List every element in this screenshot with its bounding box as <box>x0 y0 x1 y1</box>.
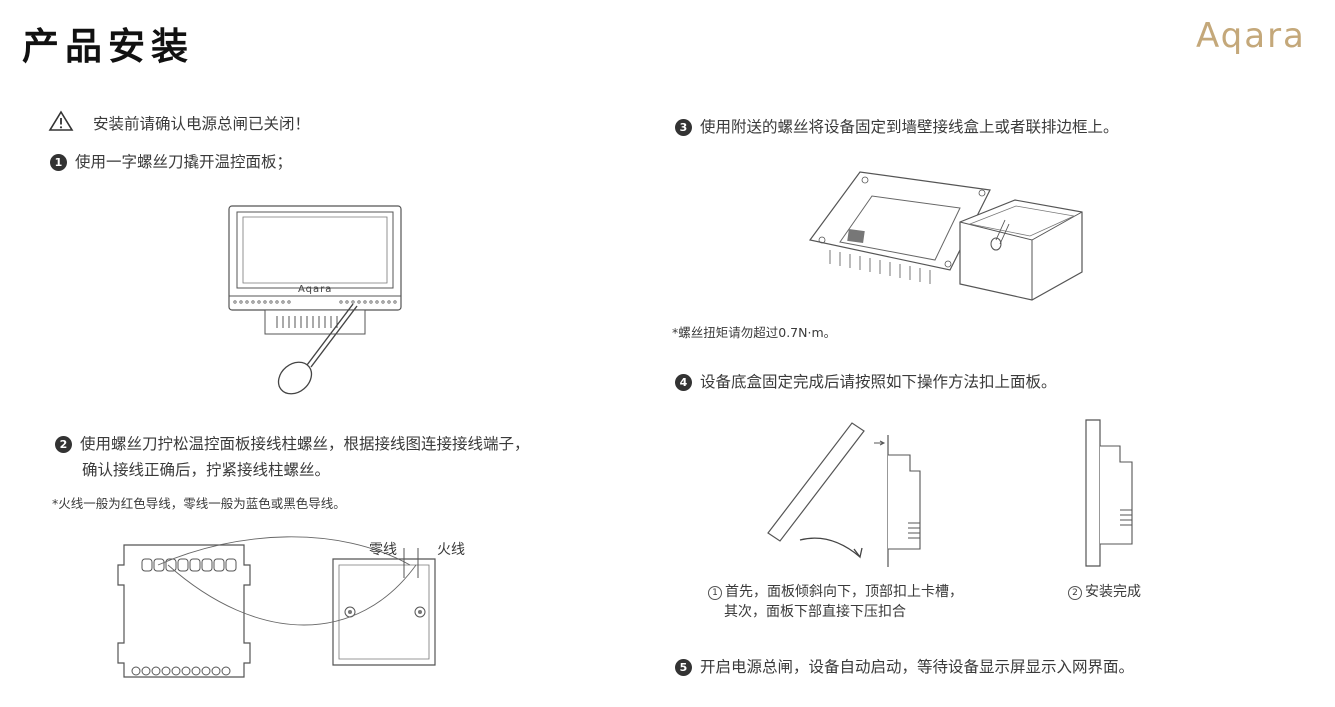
step-1-number: 1 <box>50 154 67 171</box>
step-2-note: *火线一般为红色导线，零线一般为蓝色或黑色导线。 <box>52 496 346 511</box>
caption-1-line1: 首先，面板倾斜向下，顶部扣上卡槽， <box>725 584 963 600</box>
live-label: 火线 <box>437 542 465 558</box>
step-3-text: 使用附送的螺丝将设备固定到墙壁接线盒上或者联排边框上。 <box>700 118 1119 136</box>
step-5-number: 5 <box>675 659 692 676</box>
step-4-text: 设备底盒固定完成后请按照如下操作方法扣上面板。 <box>700 373 1057 391</box>
step-5-text: 开启电源总闸，设备自动启动，等待设备显示屏显示入网界面。 <box>700 658 1135 676</box>
step-4: 4 设备底盒固定完成后请按照如下操作方法扣上面板。 <box>675 370 1057 392</box>
caption-1-number: 1 <box>708 586 722 600</box>
step-2-number: 2 <box>55 436 72 453</box>
warning-text: 安装前请确认电源总闸已关闭！ <box>93 115 311 133</box>
panel-pry-illustration <box>225 200 415 400</box>
warning-triangle-icon <box>48 110 74 132</box>
panel-installed-illustration <box>1080 418 1150 568</box>
step-3-number: 3 <box>675 119 692 136</box>
neutral-label: 零线 <box>369 542 397 558</box>
page-title: 产品安装 <box>22 25 194 68</box>
panel-logo: Aqara <box>298 284 333 295</box>
mounting-illustration <box>800 160 1090 320</box>
step-2-line2: 确认接线正确后，拧紧接线柱螺丝。 <box>82 461 331 479</box>
wiring-illustration <box>118 535 478 685</box>
step-1: 1 使用一字螺丝刀撬开温控面板； <box>50 150 292 172</box>
step-1-text: 使用一字螺丝刀撬开温控面板； <box>75 153 293 171</box>
panel-tilt-illustration <box>760 415 960 570</box>
caption-2-number: 2 <box>1068 586 1082 600</box>
step-5: 5 开启电源总闸，设备自动启动，等待设备显示屏显示入网界面。 <box>675 655 1134 677</box>
caption-1-line2: 其次，面板下部直接下压扣合 <box>724 604 906 620</box>
step-2-line1: 使用螺丝刀拧松温控面板接线柱螺丝，根据接线图连接接线端子， <box>80 435 530 453</box>
step-4-number: 4 <box>675 374 692 391</box>
step-2: 2 使用螺丝刀拧松温控面板接线柱螺丝，根据接线图连接接线端子， <box>55 432 530 454</box>
brand-logo: Aqara <box>1196 16 1306 56</box>
step-3: 3 使用附送的螺丝将设备固定到墙壁接线盒上或者联排边框上。 <box>675 115 1119 137</box>
caption-2-text: 安装完成 <box>1085 584 1141 600</box>
step-3-note: *螺丝扭矩请勿超过0.7N·m。 <box>672 325 837 340</box>
